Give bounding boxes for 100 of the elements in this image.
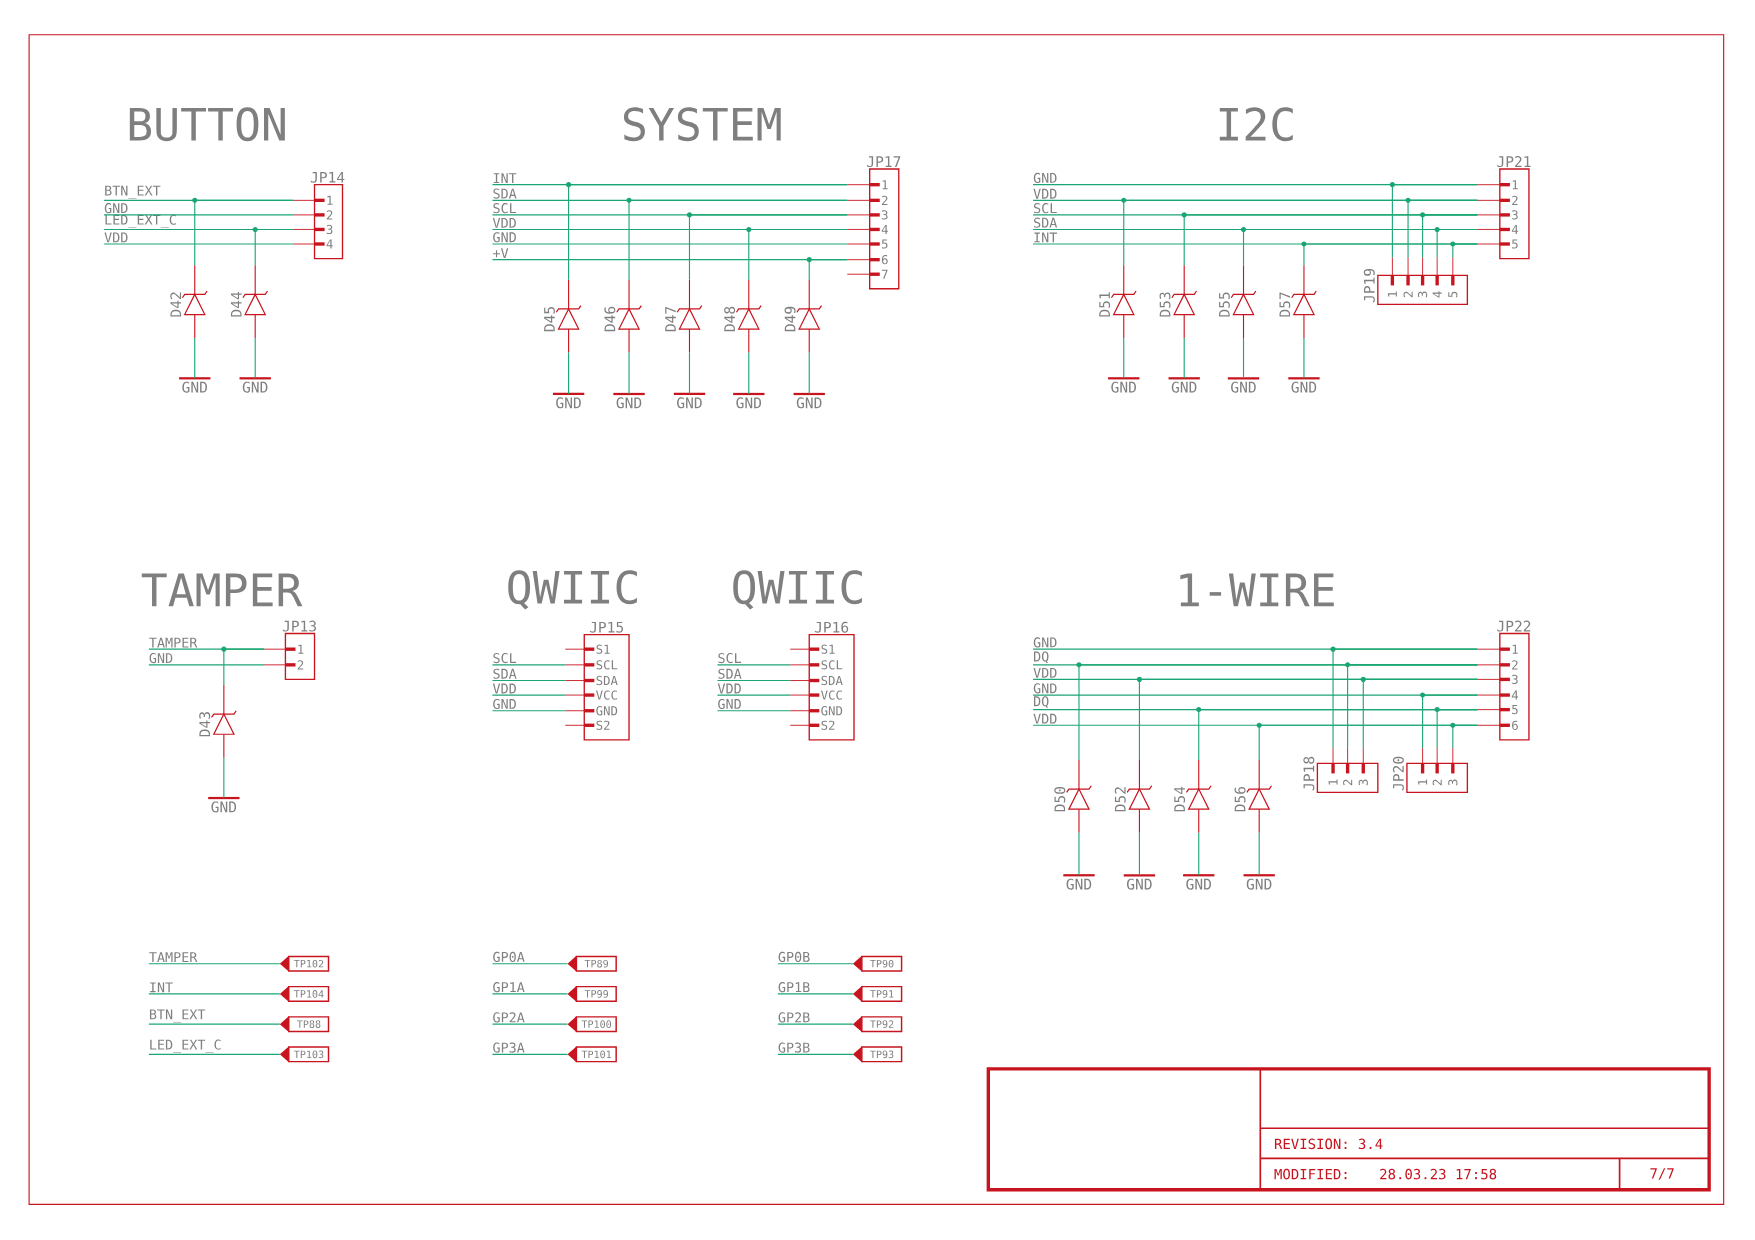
wire <box>148 993 281 995</box>
wire <box>1303 243 1478 266</box>
test-point: TP102 <box>279 955 330 972</box>
wire <box>491 679 566 681</box>
node-label: JP20 <box>1392 756 1404 791</box>
node-label: JP17 <box>867 156 901 168</box>
wire <box>777 993 854 995</box>
title-block-text: MODIFIED: <box>1274 1168 1347 1180</box>
net-label: INT <box>493 173 517 183</box>
wire <box>491 243 848 245</box>
wire <box>716 694 791 696</box>
connector: JP15 S1 SCL SDA VCC GND S2 <box>564 621 630 741</box>
net-label: GP3A <box>493 1042 525 1053</box>
wire <box>491 1053 569 1055</box>
wire <box>223 757 225 799</box>
net-label: GND <box>1033 637 1057 648</box>
net-label: +V <box>493 248 509 258</box>
wire <box>223 648 265 686</box>
wire <box>1138 832 1140 876</box>
net-label: DQ <box>1034 651 1049 664</box>
wire <box>1258 832 1260 876</box>
net-label: BTN_EXT <box>105 185 161 199</box>
net-label: LED_EXT_C <box>105 214 176 228</box>
node-label: JP16 <box>814 621 849 633</box>
connector: JP22 1 2 3 4 5 6 <box>1477 620 1531 741</box>
net-label: SCL <box>718 652 742 664</box>
net-label: VDD <box>1033 713 1057 724</box>
node-label: JP18 <box>1303 756 1315 791</box>
wire <box>491 664 566 666</box>
net-label: VDD <box>492 217 516 228</box>
test-point: TP93 <box>852 1046 903 1063</box>
net-label: SCL <box>493 203 517 214</box>
net-label: TAMPER <box>149 952 198 962</box>
net-label: GND <box>149 652 173 664</box>
connector: JP21 1 2 3 4 5 <box>1477 156 1531 260</box>
net-label: TAMPER <box>149 637 198 648</box>
test-point: TP89 <box>567 955 617 972</box>
net-label: GND <box>1033 172 1057 183</box>
wire <box>688 351 691 395</box>
wire <box>194 337 196 379</box>
connector: JP20 1 2 3 <box>1392 747 1469 794</box>
section-title: SYSTEM <box>623 107 781 142</box>
wire <box>777 963 854 965</box>
connector: JP19 1 2 3 4 5 <box>1363 256 1469 306</box>
net-label: GP2A <box>493 1012 525 1023</box>
net-label: GP1A <box>493 982 525 993</box>
wire <box>688 214 848 281</box>
wire <box>148 1023 281 1025</box>
title-block-text: 28.03.23 17:58 <box>1380 1168 1497 1180</box>
net-label: GP2B <box>778 1012 810 1023</box>
wire <box>1332 648 1478 749</box>
net-label: SDA <box>1034 217 1058 228</box>
node-label: JP15 <box>589 621 624 633</box>
net-label: VDD <box>104 232 128 243</box>
net-label: SCL <box>493 652 517 664</box>
net-label: GP0A <box>493 951 525 962</box>
net-label: GP0B <box>778 951 810 962</box>
title-block-text: 3.4 <box>1358 1138 1383 1150</box>
wire <box>148 1053 281 1055</box>
connector: JP14 1 2 3 4 <box>292 171 345 260</box>
net-label: GND <box>718 698 741 709</box>
test-point: TP90 <box>852 955 903 972</box>
title-block-text: REVISION: <box>1274 1138 1347 1150</box>
wire <box>628 351 630 395</box>
connector: JP17 1 2 3 4 5 6 7 <box>846 156 901 290</box>
wire <box>1242 228 1478 266</box>
wire <box>1242 337 1245 379</box>
wire <box>491 993 569 995</box>
net-label: VDD <box>492 683 516 694</box>
net-label: BTN_EXT <box>149 1009 206 1023</box>
wire <box>1183 337 1185 379</box>
wire <box>716 710 791 712</box>
wire <box>491 963 569 965</box>
wire <box>1422 694 1478 749</box>
section-title: QWIIC <box>733 570 862 610</box>
wire <box>748 351 750 395</box>
connector: JP13 1 2 <box>263 620 316 680</box>
net-label: GND <box>493 698 516 709</box>
wire <box>628 199 848 281</box>
test-point: TP99 <box>567 985 617 1002</box>
section-title: I2C <box>1219 107 1293 142</box>
net-label: SCL <box>1034 203 1057 214</box>
node-label: JP13 <box>282 620 316 632</box>
wire <box>1123 199 1478 266</box>
test-point: TP103 <box>279 1046 330 1063</box>
node-label: JP22 <box>1497 620 1531 632</box>
node-label: JP19 <box>1363 268 1375 303</box>
wire <box>716 664 791 666</box>
title-block-text: 7/7 <box>1650 1168 1674 1180</box>
wire <box>103 243 294 245</box>
node-label: JP14 <box>310 171 345 183</box>
net-label: GP3B <box>778 1042 810 1053</box>
net-label: INT <box>150 982 173 993</box>
net-label: VDD <box>1033 188 1057 199</box>
connector: JP16 S1 SCL SDA VCC GND S2 <box>789 621 855 741</box>
net-label: DQ <box>1034 696 1049 708</box>
net-label: GP1B <box>778 982 810 993</box>
wire <box>1078 832 1080 876</box>
net-label: SDA <box>718 668 742 679</box>
net-label: SDA <box>493 668 517 679</box>
